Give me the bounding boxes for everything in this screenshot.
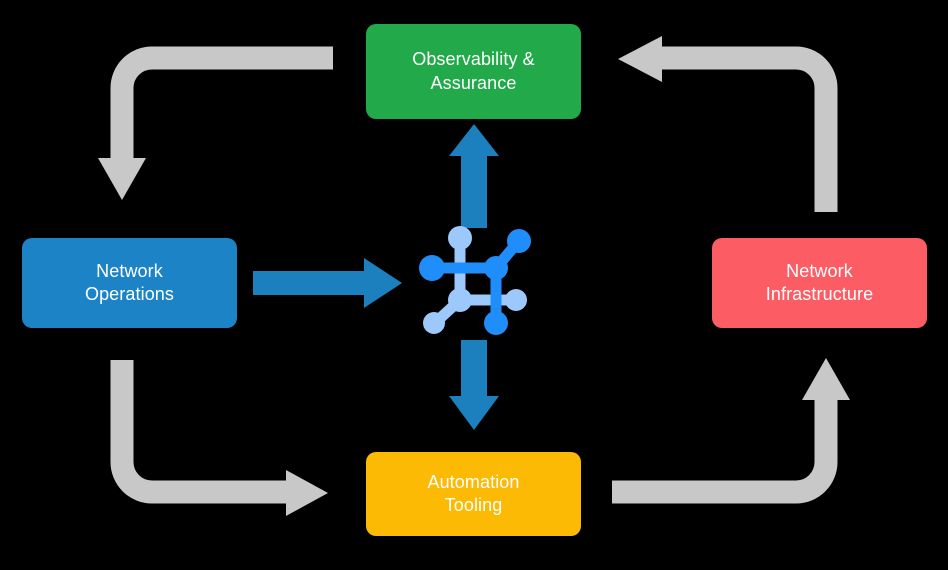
gray-arrow-infrastructure-to-observability xyxy=(618,36,838,212)
node-box-observability[interactable]: Observability & Assurance xyxy=(366,24,581,119)
blue-arrow-center-to-observability xyxy=(449,124,499,228)
gray-arrow-automation-to-infrastructure xyxy=(612,358,850,504)
blue-arrow-center-to-automation xyxy=(449,340,499,430)
gray-arrow-observability-to-operations xyxy=(98,46,333,200)
blue-arrow-operations-to-center xyxy=(253,258,402,308)
node-box-network-infrastructure[interactable]: Network Infrastructure xyxy=(712,238,927,328)
network-topology-icon xyxy=(418,218,538,338)
node-box-automation-tooling[interactable]: Automation Tooling xyxy=(366,452,581,536)
gray-arrow-operations-to-automation xyxy=(110,360,328,516)
node-box-network-operations[interactable]: Network Operations xyxy=(22,238,237,328)
